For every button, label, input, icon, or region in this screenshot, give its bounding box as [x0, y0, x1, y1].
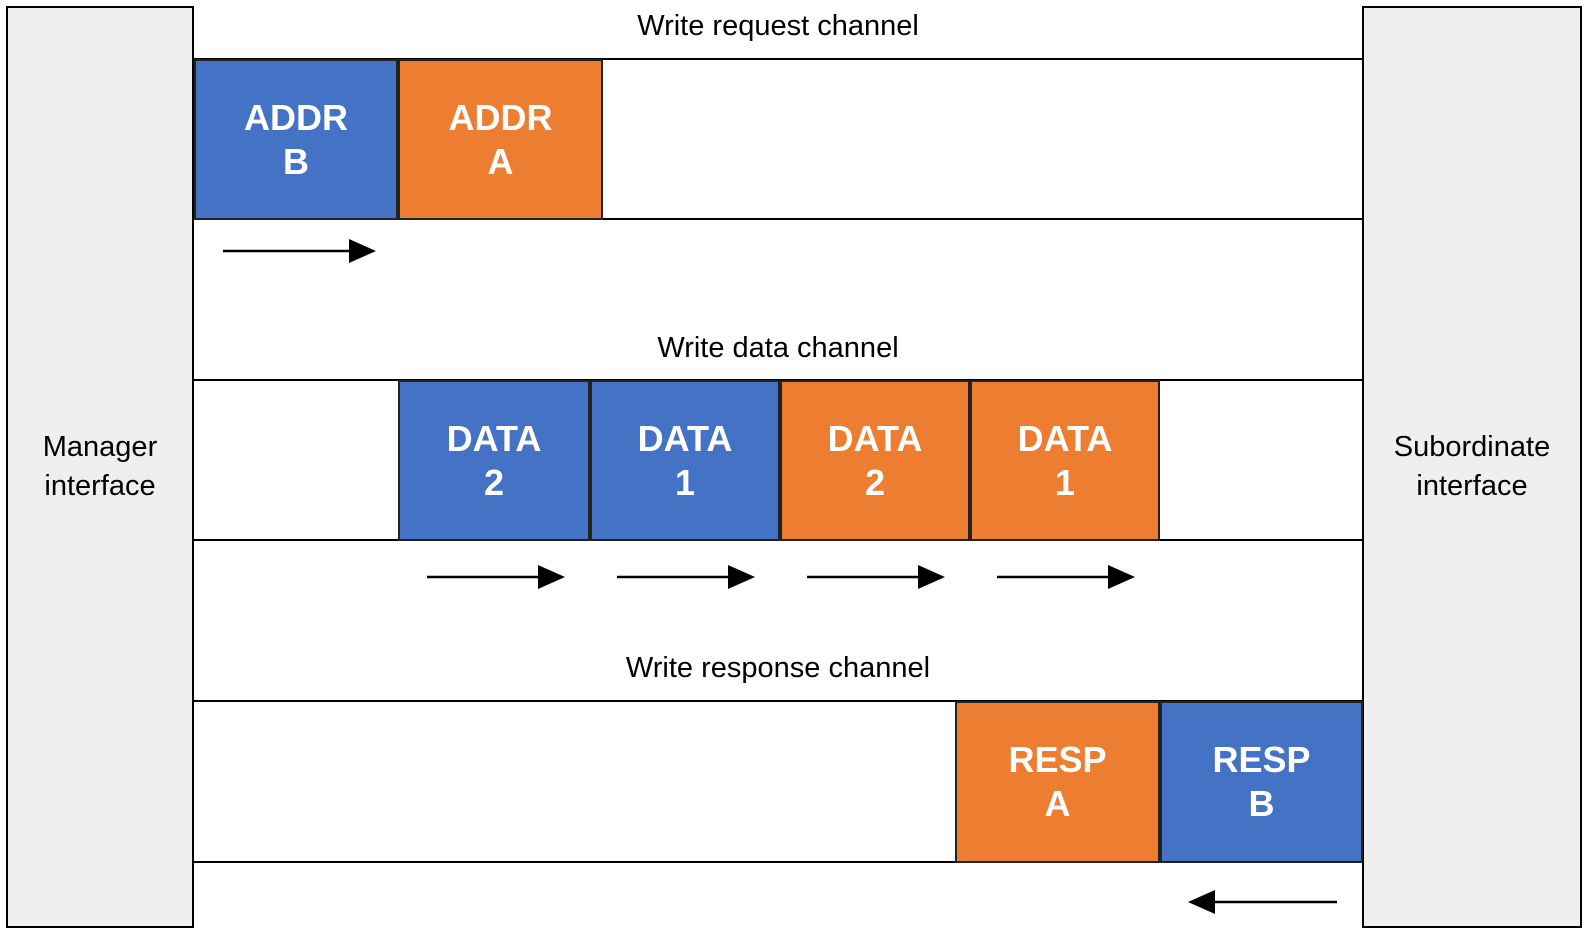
- addr-b-block: ADDR B: [194, 59, 398, 220]
- write-response-channel-title: Write response channel: [625, 652, 931, 684]
- data-2-blue-line1: DATA: [446, 417, 542, 459]
- data-1-orange-line1: DATA: [1017, 417, 1113, 459]
- write-request-channel-title: Write request channel: [637, 10, 919, 42]
- response-channel-bottom-line: [194, 861, 1362, 863]
- data-arrow-icon-4: [997, 565, 1135, 589]
- subordinate-interface-label: Subordinate interface: [1393, 430, 1551, 502]
- addr-a-line1: ADDR: [448, 96, 553, 138]
- data-1-blue-line2: 1: [674, 461, 696, 503]
- addr-a-line2: A: [487, 140, 514, 182]
- data-2-blue-line2: 2: [483, 461, 505, 503]
- resp-a-line1: RESP: [1008, 739, 1107, 780]
- resp-b-block: RESP B: [1160, 701, 1363, 863]
- request-arrow-icon: [223, 239, 376, 263]
- data-arrow-icon-2: [617, 565, 755, 589]
- response-arrow-icon: [1188, 890, 1337, 914]
- subordinate-interface: Subordinate interface: [1362, 6, 1582, 928]
- manager-interface: Manager interface: [6, 6, 194, 928]
- data-1-orange-line2: 1: [1054, 461, 1076, 503]
- data-1-blue-line1: DATA: [637, 417, 733, 459]
- data-1-orange-block: DATA 1: [970, 380, 1160, 541]
- request-channel-top-line: [194, 58, 1362, 60]
- data-2-blue-block: DATA 2: [398, 380, 590, 541]
- manager-interface-label: Manager interface: [42, 430, 158, 502]
- data-2-orange-line2: 2: [864, 461, 886, 503]
- data-arrow-icon-1: [427, 565, 565, 589]
- data-arrow-icon-3: [807, 565, 945, 589]
- resp-a-block: RESP A: [955, 701, 1160, 863]
- resp-a-line2: A: [1044, 783, 1071, 824]
- response-channel-top-line: [194, 700, 1362, 702]
- addr-b-line2: B: [283, 140, 309, 182]
- data-1-blue-block: DATA 1: [590, 380, 780, 541]
- resp-b-line1: RESP: [1212, 739, 1311, 780]
- data-2-orange-block: DATA 2: [780, 380, 970, 541]
- addr-a-block: ADDR A: [398, 59, 603, 220]
- data-2-orange-line1: DATA: [827, 417, 923, 459]
- write-data-channel-title: Write data channel: [657, 332, 899, 364]
- resp-b-line2: B: [1248, 783, 1275, 824]
- addr-b-line1: ADDR: [244, 96, 348, 138]
- request-channel-bottom-line: [194, 218, 1362, 220]
